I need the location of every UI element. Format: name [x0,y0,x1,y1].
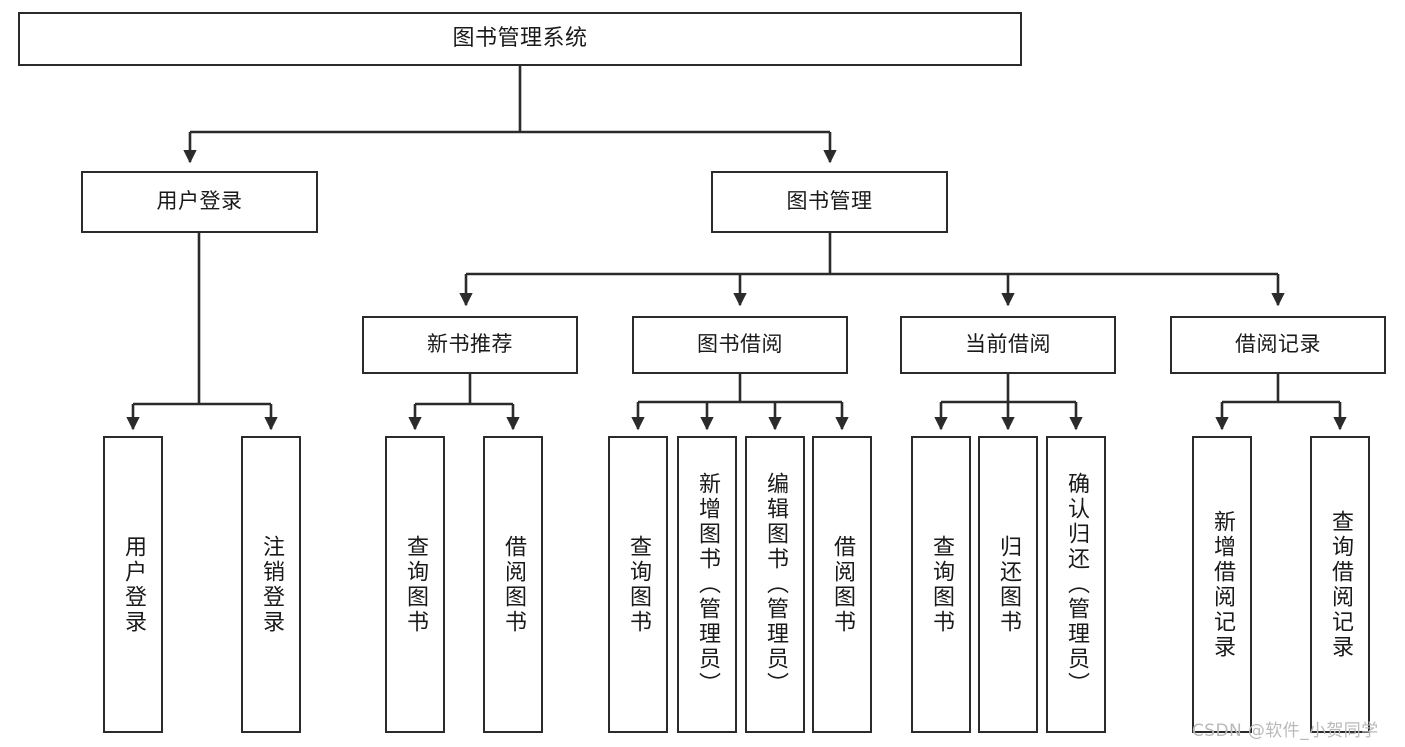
node-label: 借阅图书 [830,534,855,635]
node-label: 归还图书 [996,534,1021,635]
node-borrow-records[interactable]: 借阅记录 [1170,316,1386,374]
node-label: 借阅图书 [501,534,526,635]
node-label: 注销登录 [259,534,284,635]
node-label: 编辑图书（管理员） [763,472,788,697]
node-label: 查询图书 [403,534,428,635]
leaf-borrow-book-recommend[interactable]: 借阅图书 [483,436,543,733]
leaf-borrow-book[interactable]: 借阅图书 [812,436,872,733]
node-label: 用户登录 [156,189,243,214]
leaf-return-book[interactable]: 归还图书 [978,436,1038,733]
node-root-book-management-system[interactable]: 图书管理系统 [18,12,1022,66]
node-label: 用户登录 [121,534,146,635]
node-new-book-recommendation[interactable]: 新书推荐 [362,316,578,374]
leaf-confirm-return-admin[interactable]: 确认归还（管理员） [1046,436,1106,733]
leaf-query-book-recommend[interactable]: 查询图书 [385,436,445,733]
leaf-query-book[interactable]: 查询图书 [608,436,668,733]
leaf-query-borrow-record[interactable]: 查询借阅记录 [1310,436,1370,733]
node-label: 查询图书 [626,534,651,635]
node-label: 查询图书 [929,534,954,635]
leaf-query-book-current[interactable]: 查询图书 [911,436,971,733]
node-user-login[interactable]: 用户登录 [81,171,318,233]
node-label: 新增借阅记录 [1210,509,1235,660]
node-label: 查询借阅记录 [1328,509,1353,660]
node-label: 新增图书（管理员） [695,472,720,697]
leaf-add-borrow-record[interactable]: 新增借阅记录 [1192,436,1252,733]
node-book-borrowing[interactable]: 图书借阅 [632,316,848,374]
node-current-borrowing[interactable]: 当前借阅 [900,316,1116,374]
node-label: 当前借阅 [965,332,1051,357]
leaf-user-login[interactable]: 用户登录 [103,436,163,733]
node-book-management[interactable]: 图书管理 [711,171,948,233]
csdn-watermark: CSDN @软件_小贺同学 [1192,721,1379,741]
leaf-add-book-admin[interactable]: 新增图书（管理员） [677,436,737,733]
node-label: 图书管理 [786,189,873,214]
node-label: 借阅记录 [1235,332,1321,357]
leaf-edit-book-admin[interactable]: 编辑图书（管理员） [745,436,805,733]
node-label: 确认归还（管理员） [1064,472,1089,697]
node-label: 新书推荐 [427,332,513,357]
leaf-logout[interactable]: 注销登录 [241,436,301,733]
node-label: 图书管理系统 [452,25,588,51]
node-label: 图书借阅 [697,332,783,357]
